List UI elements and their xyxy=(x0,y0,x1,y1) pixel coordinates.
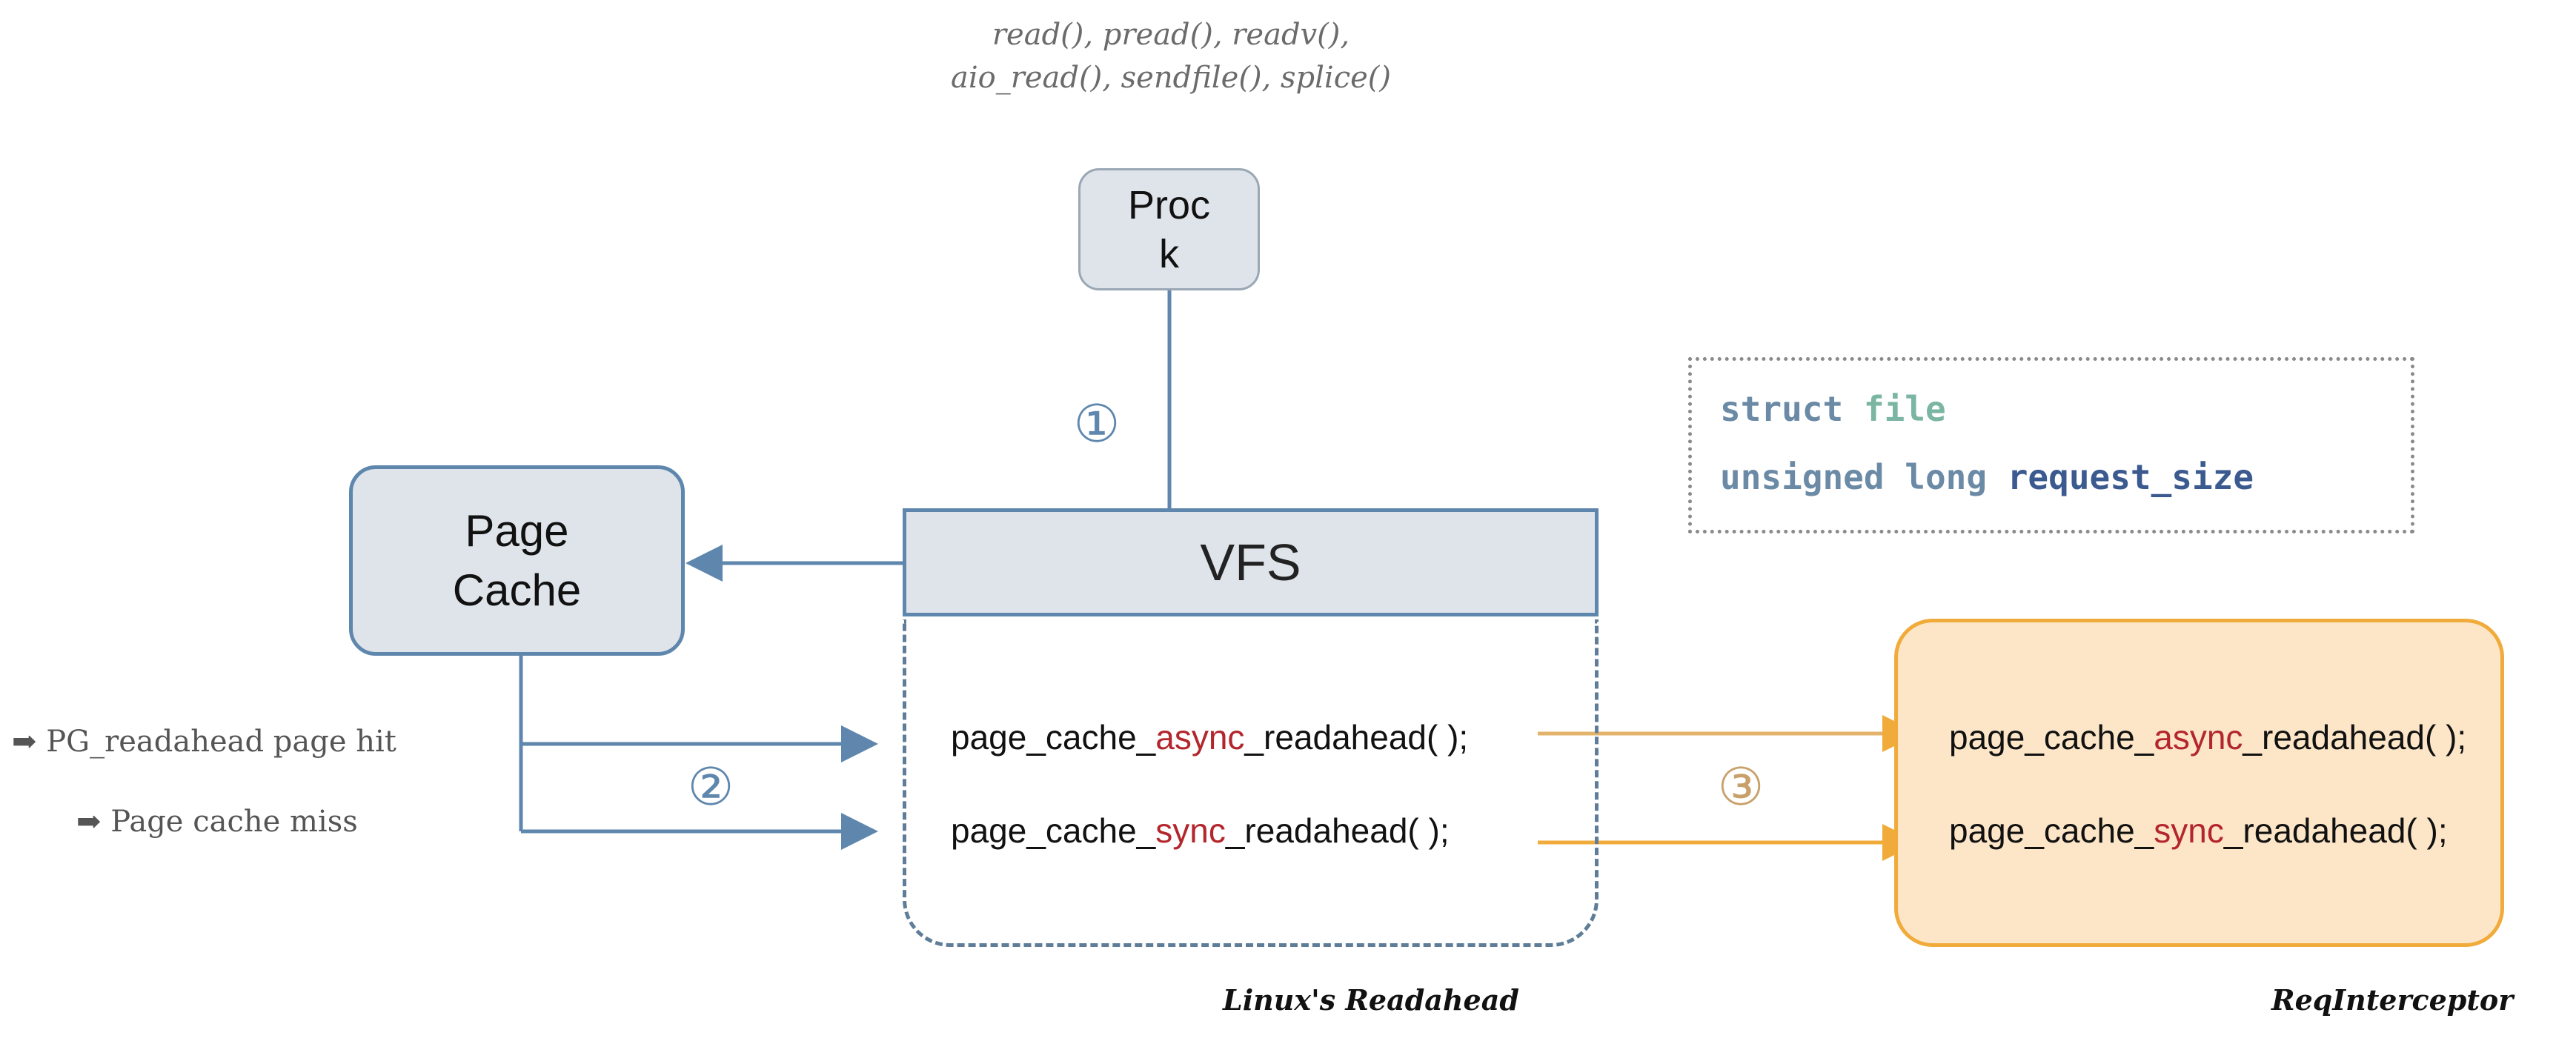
req-async-readahead: page_cache_async_readahead( ); xyxy=(1949,718,2467,757)
page-cache-label-line-2: Cache xyxy=(452,565,582,615)
sync-highlight: sync xyxy=(2154,811,2224,850)
legend-miss-label: Page cache miss xyxy=(110,805,358,839)
struct-line-2: unsigned long request_size xyxy=(1720,457,2254,497)
req-interceptor-caption: ReqInterceptor xyxy=(2271,983,2514,1017)
syscall-line-1: read(), pread(), readv(), xyxy=(992,18,1350,52)
field-type: unsigned long xyxy=(1720,457,1988,497)
legend-hit: ➡ PG_readahead page hit xyxy=(12,725,396,759)
async-highlight: async xyxy=(1155,718,1245,757)
struct-keyword: struct xyxy=(1720,389,1844,429)
step-1-marker: ① xyxy=(1073,395,1121,453)
arrow-icon: ➡ xyxy=(12,725,37,759)
linux-sync-readahead: page_cache_sync_readahead( ); xyxy=(951,811,1450,850)
req-sync-readahead: page_cache_sync_readahead( ); xyxy=(1949,811,2448,850)
sync-highlight: sync xyxy=(1155,811,1226,850)
req-interceptor-box xyxy=(1894,619,2504,947)
vfs-label: VFS xyxy=(1200,533,1301,591)
linux-readahead-caption: Linux's Readahead xyxy=(1223,983,1519,1017)
page-cache-node: Page Cache xyxy=(349,465,685,656)
step-3-marker: ③ xyxy=(1717,758,1765,816)
proc-label-line-1: Proc xyxy=(1127,182,1211,227)
struct-line-1: struct file xyxy=(1720,389,1946,429)
vfs-node: VFS xyxy=(903,508,1599,616)
arrow-icon: ➡ xyxy=(76,805,102,839)
step-2-marker: ② xyxy=(687,758,734,816)
struct-type: file xyxy=(1863,389,1946,429)
syscall-list: read(), pread(), readv(), aio_read(), se… xyxy=(815,13,1527,99)
struct-file-box: struct file unsigned long request_size xyxy=(1688,357,2414,533)
proc-label-line-2: k xyxy=(1158,231,1179,276)
legend-hit-label: PG_readahead page hit xyxy=(46,725,396,759)
page-cache-label-line-1: Page xyxy=(465,505,569,556)
linux-readahead-box xyxy=(903,619,1599,947)
proc-node: Proc k xyxy=(1078,168,1260,290)
async-highlight: async xyxy=(2154,718,2243,757)
syscall-line-2: aio_read(), sendfile(), splice() xyxy=(951,61,1391,95)
linux-async-readahead: page_cache_async_readahead( ); xyxy=(951,718,1469,757)
legend-miss: ➡ Page cache miss xyxy=(76,805,358,839)
field-name: request_size xyxy=(2007,457,2254,497)
